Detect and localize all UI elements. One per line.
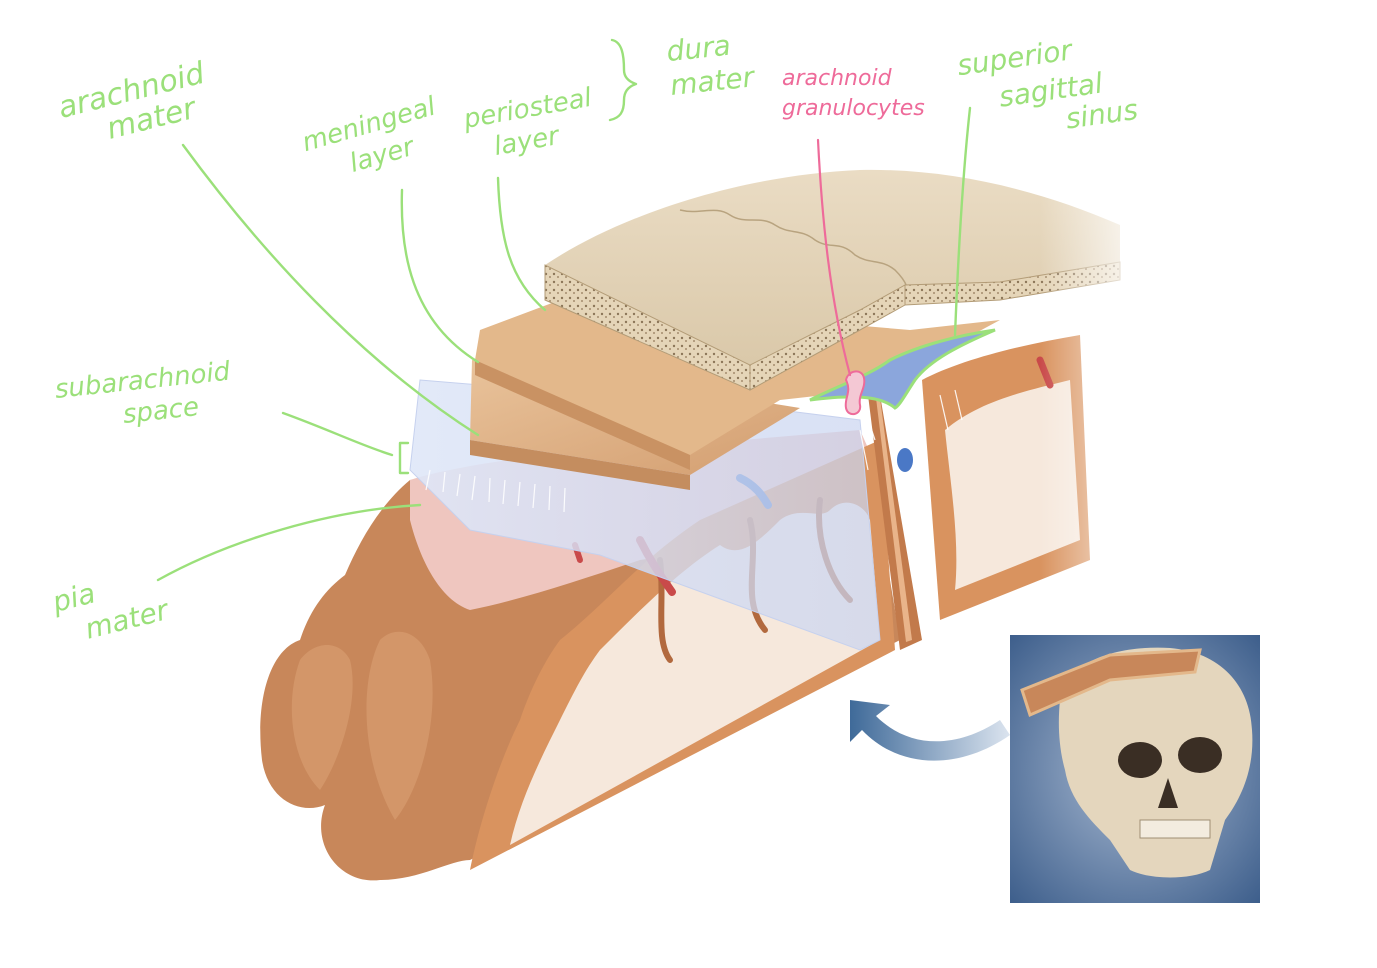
leader-subarachnoid-space <box>281 411 394 457</box>
meningeal-layer-edge <box>470 440 690 490</box>
label-arachnoid-granulocytes: arachnoid granulocytes <box>782 66 925 121</box>
label-arachnoid-granulocytes-line2: granulocytes <box>782 96 925 121</box>
label-subarachnoid-space: subarachnoid space <box>53 356 243 437</box>
curved-arrow-icon <box>850 700 1010 761</box>
label-arachnoid-granulocytes-line1: arachnoid <box>782 66 893 91</box>
leader-arachnoid-granulocytes <box>816 138 852 377</box>
label-arachnoid-mater: arachnoid mater <box>55 53 225 156</box>
arachnoid-granulation <box>844 370 866 416</box>
skull-inset <box>1010 635 1260 903</box>
skull-suture <box>679 209 909 306</box>
falx-cerebri-inner <box>876 398 912 642</box>
arachnoid-trabeculae <box>425 389 963 513</box>
label-dura-mater-line1: dura <box>665 29 732 69</box>
leader-meningeal-layer <box>400 188 480 364</box>
leader-lines <box>156 38 972 582</box>
periosteal-layer-edge <box>475 360 690 470</box>
label-periosteal-layer: periosteal layer <box>461 81 608 166</box>
skull-eye-right <box>1178 737 1222 773</box>
label-dura-mater: dura mater <box>665 26 757 102</box>
brain-gyri-highlight <box>291 631 433 820</box>
label-pia-mater: pia mater <box>48 560 173 652</box>
dura-brace <box>608 38 638 122</box>
label-superior-sagittal-sinus: superior sagittal sinus <box>955 25 1140 149</box>
subarachnoid-bracket <box>398 441 410 475</box>
leader-arachnoid-mater <box>181 143 480 437</box>
midline-vein <box>897 448 913 472</box>
skull-eye-left <box>1118 742 1162 778</box>
label-subarachnoid-space-line2: space <box>121 392 200 430</box>
skull-teeth <box>1139 819 1211 839</box>
leader-periosteal-layer <box>496 176 547 312</box>
skull-inset-cutaway <box>1020 648 1202 718</box>
right-fade <box>1040 170 1160 650</box>
leader-pia-mater <box>156 503 422 582</box>
label-meningeal-layer: meningeal layer <box>299 89 456 190</box>
leader-superior-sagittal-sinus <box>953 106 972 337</box>
skull-nose <box>1158 778 1178 808</box>
